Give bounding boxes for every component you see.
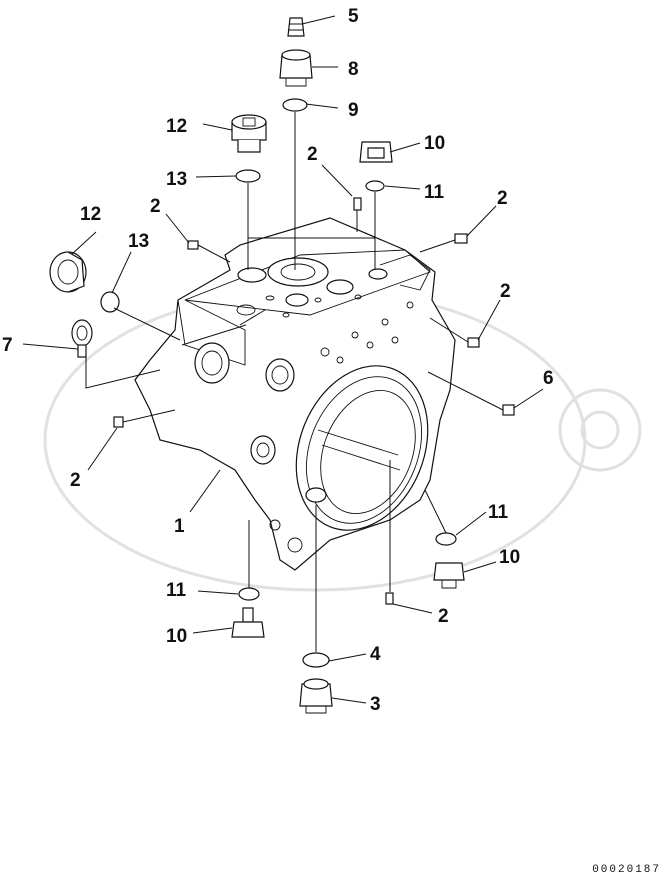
drawing-id: 00020187 <box>592 864 661 876</box>
callout-10-top: 10 <box>424 133 445 154</box>
part-10-bolt-top <box>359 141 393 163</box>
part-2-plug-top <box>353 197 362 211</box>
part-8-plug <box>279 49 313 87</box>
part-2-plug-upper-right <box>454 233 468 244</box>
part-6-plug <box>502 404 515 416</box>
part-9-o-ring <box>282 98 308 112</box>
callout-10-right: 10 <box>499 547 520 568</box>
callout-11-right: 11 <box>488 502 509 523</box>
part-10-bolt-bottom <box>231 607 265 638</box>
part-4-o-ring <box>302 652 330 668</box>
callout-labels: 5 8 9 12 10 2 13 11 2 2 12 13 2 7 6 2 1 … <box>2 6 554 715</box>
callout-9: 9 <box>348 100 359 121</box>
callout-10-bottom: 10 <box>166 626 187 647</box>
watermark-gear <box>558 388 642 472</box>
part-11-o-ring-right <box>435 532 457 546</box>
callout-13-top: 13 <box>166 169 187 190</box>
callout-12-left: 12 <box>80 204 101 225</box>
leader-lines <box>22 15 544 704</box>
callout-3: 3 <box>370 694 381 715</box>
callout-8: 8 <box>348 59 359 80</box>
part-2-plug-left <box>113 416 124 428</box>
part-2-plug-bottom <box>385 592 394 605</box>
callout-4: 4 <box>370 644 381 665</box>
part-2-plug-upper-left <box>187 240 199 250</box>
callout-1: 1 <box>174 516 185 537</box>
callout-7: 7 <box>2 335 13 356</box>
part-3-plug <box>299 678 333 714</box>
callout-6: 6 <box>543 368 554 389</box>
part-10-bolt-right <box>433 562 465 589</box>
callout-2-upper-left: 2 <box>150 196 161 217</box>
part-12-plug-top <box>231 114 267 153</box>
part-11-o-ring-top <box>365 180 385 192</box>
part-13-o-ring-left <box>100 291 120 313</box>
part-5-breather <box>287 17 305 37</box>
part-2-plug-right <box>467 337 480 348</box>
callout-11-bottom: 11 <box>166 580 187 601</box>
part-11-o-ring-bottom <box>238 587 260 601</box>
callout-2-bottom: 2 <box>438 606 449 627</box>
callout-2-right: 2 <box>500 281 511 302</box>
part-7-eye-bolt <box>71 319 93 358</box>
main-housing <box>134 217 456 571</box>
callout-12-top: 12 <box>166 116 187 137</box>
callout-5: 5 <box>348 6 359 27</box>
part-13-o-ring-top <box>235 169 261 183</box>
callout-13-left: 13 <box>128 231 149 252</box>
part-12-plug-left <box>49 251 87 293</box>
callout-2-upper-right: 2 <box>497 188 508 209</box>
callout-2-left: 2 <box>70 470 81 491</box>
callout-2-top: 2 <box>307 144 318 165</box>
callout-11-top: 11 <box>424 182 445 203</box>
